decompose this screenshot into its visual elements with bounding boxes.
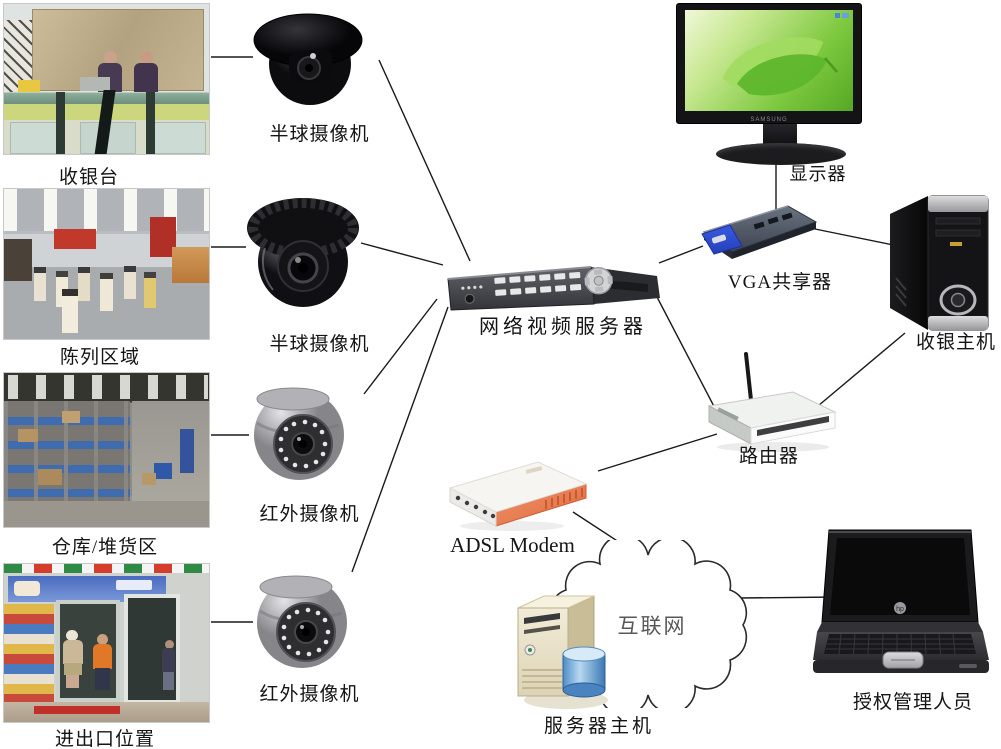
person-legs	[95, 668, 110, 690]
counter-post	[146, 92, 155, 154]
laptop-brand-text: hp	[896, 606, 904, 613]
person-body	[134, 63, 158, 93]
person-head	[165, 640, 174, 649]
video-server-icon	[447, 266, 660, 311]
line-host-to-router	[811, 332, 906, 412]
counter-item	[18, 80, 40, 92]
dome-camera-icon	[253, 13, 363, 105]
camera-label-1: 半球摄像机	[269, 124, 370, 145]
display-gate	[34, 267, 46, 301]
internet-label: 互联网	[617, 614, 687, 638]
display-gate	[144, 272, 156, 308]
wallpaper-widget-icon	[835, 13, 849, 18]
monitor-label: 显示器	[789, 164, 847, 184]
shopper-person	[92, 634, 114, 690]
glass-panel	[10, 122, 62, 154]
person-skirt	[64, 663, 82, 675]
person-legs	[163, 672, 174, 690]
camera-label-2: 半球摄像机	[269, 334, 370, 355]
line-server-to-router	[656, 296, 720, 417]
red-mat	[34, 706, 120, 714]
location-label-cashier: 收银台	[58, 167, 119, 188]
vga-sharer-label: VGA共享器	[727, 272, 833, 293]
photo-entrance	[3, 563, 210, 723]
adsl-modem-label: ADSL Modem	[450, 533, 575, 557]
location-label-entrance: 进出口位置	[54, 729, 155, 749]
red-banner	[54, 229, 96, 249]
monitor-screen	[685, 10, 853, 111]
person-body	[162, 648, 175, 672]
ir-camera-icon	[254, 387, 344, 480]
monitor-icon: SAMSUNG	[676, 3, 862, 124]
display-gate	[100, 273, 113, 311]
display-gate	[124, 266, 136, 299]
router-icon	[707, 352, 837, 452]
counter-post	[56, 92, 65, 154]
router-label: 路由器	[738, 446, 799, 467]
display-gate	[78, 267, 90, 301]
camera-label-3: 红外摄像机	[259, 504, 360, 525]
person-body	[93, 644, 112, 669]
camera-label-4: 红外摄像机	[259, 684, 360, 705]
line-cloud-to-laptop	[738, 596, 839, 599]
box	[142, 473, 156, 485]
person-legs	[66, 675, 79, 688]
cashier-person	[132, 51, 160, 93]
line-cam1-to-server	[378, 59, 471, 262]
admin-laptop-label: 授权管理人员	[852, 692, 973, 713]
ir-camera-icon	[257, 575, 347, 668]
vga-sharer-icon	[701, 205, 818, 259]
laptop-icon: hp	[813, 529, 989, 673]
aisle	[132, 401, 209, 501]
blue-drum	[154, 463, 172, 479]
cashier-host-label: 收银主机	[916, 332, 997, 353]
counter-item	[80, 77, 110, 91]
person-head	[140, 51, 153, 64]
location-label-display-area: 陈列区域	[59, 347, 140, 368]
goods-shelves	[4, 604, 54, 702]
monitor-brand-text: SAMSUNG	[750, 117, 788, 123]
server-tower-icon	[517, 595, 608, 709]
leaf-wallpaper	[723, 37, 838, 96]
line-cam2-to-server	[360, 242, 444, 266]
line-cam3-to-server	[363, 298, 438, 395]
tower-pc-icon	[890, 195, 989, 331]
store-awning-stripe	[4, 564, 209, 573]
ceiling-lights	[8, 375, 208, 399]
person-head	[104, 51, 117, 64]
hp-logo-icon	[894, 602, 906, 614]
shopper-person	[62, 630, 86, 688]
bystander-person	[161, 640, 177, 690]
photo-display-area	[3, 188, 210, 340]
person-head	[97, 634, 108, 645]
box	[38, 469, 62, 485]
photo-cashier-counter	[3, 3, 210, 155]
line-cam4-to-server	[351, 306, 449, 573]
box	[62, 411, 80, 423]
photo-warehouse	[3, 372, 210, 528]
person-body	[63, 640, 83, 664]
location-label-warehouse: 仓库/堆货区	[51, 537, 159, 558]
video-server-label: 网络视频服务器	[479, 316, 647, 338]
monitor-base	[716, 143, 846, 165]
line-router-to-adsl	[597, 433, 718, 472]
banner-graphic	[116, 580, 152, 590]
ceiling-lights	[4, 189, 209, 231]
glass-panel	[154, 122, 206, 154]
display-gate	[62, 289, 78, 333]
line-server-to-vga	[658, 245, 704, 264]
orange-shelving	[172, 247, 209, 283]
red-banner	[150, 217, 176, 257]
rack-column	[180, 429, 194, 473]
adsl-modem-icon	[448, 461, 588, 531]
person-head	[66, 630, 78, 641]
server-host-label: 服务器主机	[543, 716, 654, 737]
dome-camera-icon	[247, 198, 359, 307]
box	[18, 429, 38, 442]
banner-graphic	[14, 581, 40, 596]
router-antenna	[744, 352, 753, 402]
dark-shelf	[4, 239, 32, 281]
